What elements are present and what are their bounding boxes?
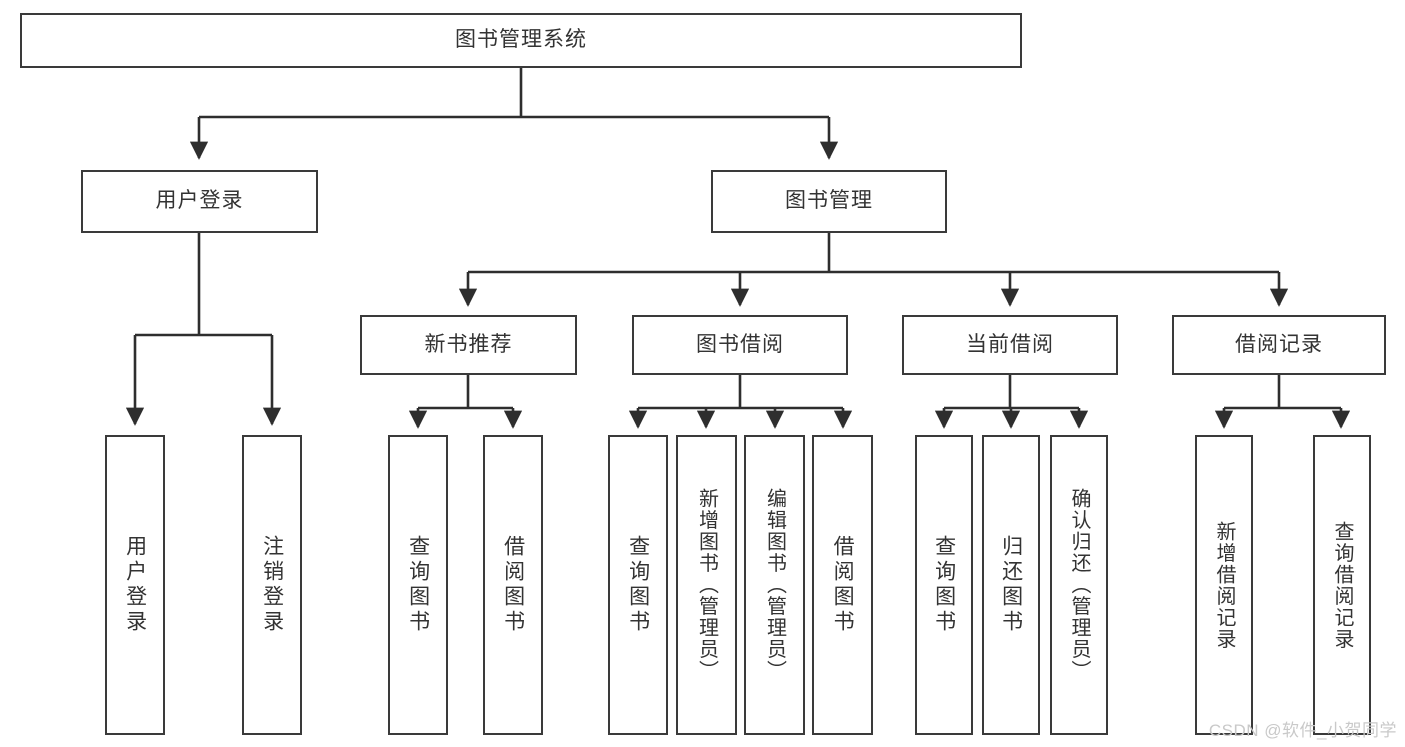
leaf-label: 归还图书 <box>999 535 1023 635</box>
leaf-label: 借阅图书 <box>831 535 855 635</box>
leaf-label: 注销登录 <box>260 535 284 635</box>
leaf-new-book-borrow[interactable]: 借阅图书 <box>483 435 543 735</box>
leaf-current-return-book[interactable]: 归还图书 <box>982 435 1040 735</box>
leaf-borrow-add-book-admin[interactable]: 新增图书（管理员） <box>676 435 737 735</box>
leaf-label: 查询图书 <box>626 535 650 635</box>
watermark: CSDN @软件_小贺同学 <box>1208 721 1397 740</box>
leaf-user-login-logout[interactable]: 注销登录 <box>242 435 302 735</box>
leaf-label: 编辑图书（管理员） <box>763 488 786 682</box>
leaf-borrow-query-book[interactable]: 查询图书 <box>608 435 668 735</box>
node-book-borrow[interactable]: 图书借阅 <box>632 315 848 375</box>
leaf-user-login-login[interactable]: 用户登录 <box>105 435 165 735</box>
leaf-borrow-edit-book-admin[interactable]: 编辑图书（管理员） <box>744 435 805 735</box>
node-root[interactable]: 图书管理系统 <box>20 13 1022 68</box>
node-borrow-records-label: 借阅记录 <box>1235 332 1323 356</box>
node-book-borrow-label: 图书借阅 <box>696 332 784 356</box>
node-root-label: 图书管理系统 <box>455 28 587 52</box>
node-new-book-recommend[interactable]: 新书推荐 <box>360 315 577 375</box>
leaf-current-query-book[interactable]: 查询图书 <box>915 435 973 735</box>
leaf-borrow-borrow-book[interactable]: 借阅图书 <box>812 435 873 735</box>
node-user-login-label: 用户登录 <box>155 189 244 213</box>
leaf-current-confirm-return-admin[interactable]: 确认归还（管理员） <box>1050 435 1108 735</box>
leaf-label: 查询借阅记录 <box>1331 520 1353 650</box>
leaf-label: 确认归还（管理员） <box>1068 488 1090 682</box>
leaf-label: 新增借阅记录 <box>1213 520 1235 650</box>
node-current-borrow-label: 当前借阅 <box>966 332 1054 356</box>
leaf-new-book-query[interactable]: 查询图书 <box>388 435 448 735</box>
node-book-management[interactable]: 图书管理 <box>711 170 947 233</box>
leaf-records-add-record[interactable]: 新增借阅记录 <box>1195 435 1253 735</box>
leaf-label: 新增图书（管理员） <box>695 488 718 682</box>
leaf-label: 借阅图书 <box>501 535 525 635</box>
leaf-label: 查询图书 <box>406 535 430 635</box>
node-new-book-recommend-label: 新书推荐 <box>424 332 513 356</box>
leaf-records-query-record[interactable]: 查询借阅记录 <box>1313 435 1371 735</box>
node-user-login[interactable]: 用户登录 <box>81 170 318 233</box>
leaf-label: 用户登录 <box>123 535 147 635</box>
node-borrow-records[interactable]: 借阅记录 <box>1172 315 1386 375</box>
node-current-borrow[interactable]: 当前借阅 <box>902 315 1118 375</box>
node-book-management-label: 图书管理 <box>785 189 873 213</box>
leaf-label: 查询图书 <box>932 535 956 635</box>
